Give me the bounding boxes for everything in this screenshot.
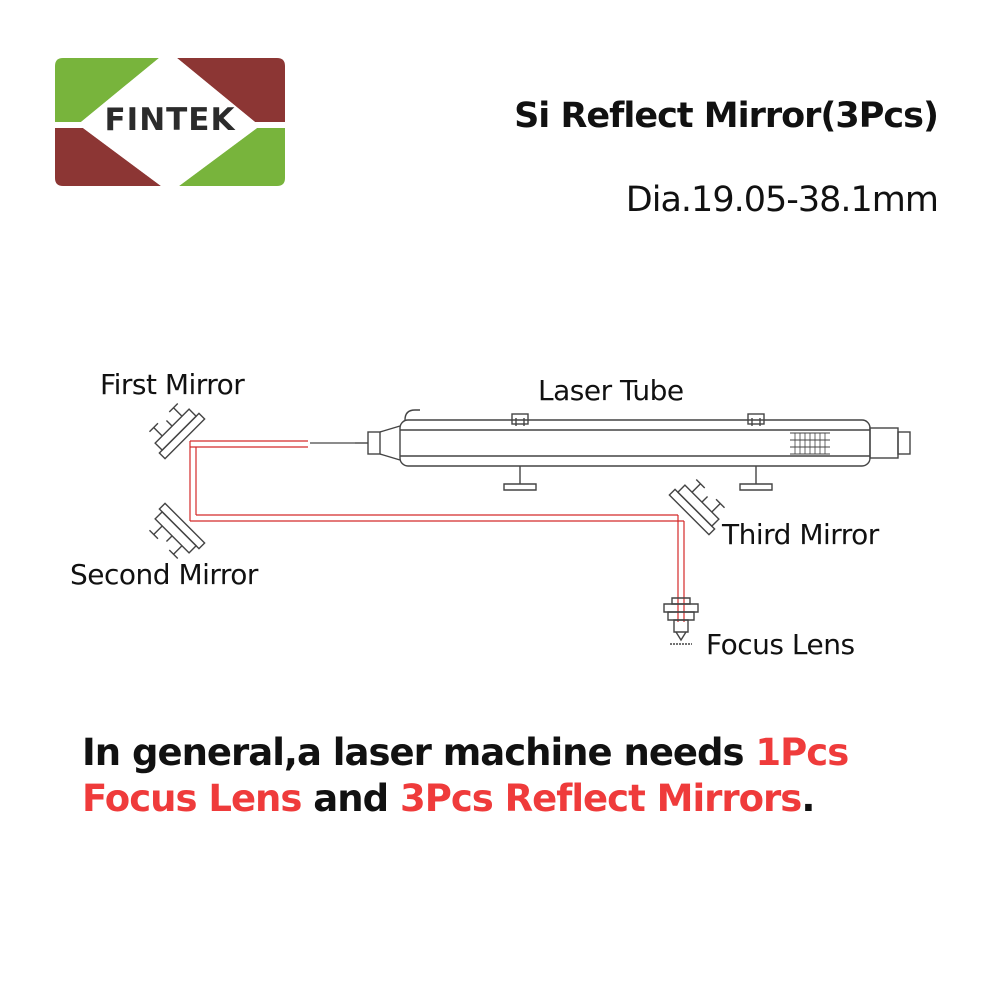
page-title: Si Reflect Mirror(3Pcs) [514,96,939,136]
label-focus-lens: Focus Lens [706,628,855,661]
note-highlight-mirrors: 3Pcs Reflect Mirrors [399,777,802,820]
label-second-mirror: Second Mirror [70,558,258,591]
note-text-2: and [301,777,400,820]
note-text-1: In general,a laser machine needs [82,731,756,774]
second-mirror [148,502,206,560]
laser-beam [189,440,685,622]
third-mirror [668,478,726,536]
label-laser-tube: Laser Tube [538,374,684,407]
laser-tube [355,409,911,491]
logo-maroon-bottom [55,128,161,186]
laser-path-diagram: First Mirror Laser Tube Second Mirror Th… [0,340,1000,670]
logo-maroon-top [177,58,285,122]
logo-wordmark: FINTEK [104,102,236,138]
logo-green-top [55,58,159,122]
page-subtitle: Dia.19.05-38.1mm [625,180,939,220]
usage-note: In general,a laser machine needs 1Pcs Fo… [82,730,952,822]
note-text-3: . [801,777,815,820]
note-highlight-focus-lens: 1Pcs Focus Lens [82,731,849,820]
diagram-drawing [148,402,911,645]
logo-graphic [55,58,285,186]
fintek-logo: FINTEK [55,58,285,186]
label-first-mirror: First Mirror [100,368,245,401]
label-third-mirror: Third Mirror [722,518,879,551]
first-mirror [148,402,206,460]
logo-green-bottom [179,128,285,186]
focus-lens-head [663,597,699,645]
